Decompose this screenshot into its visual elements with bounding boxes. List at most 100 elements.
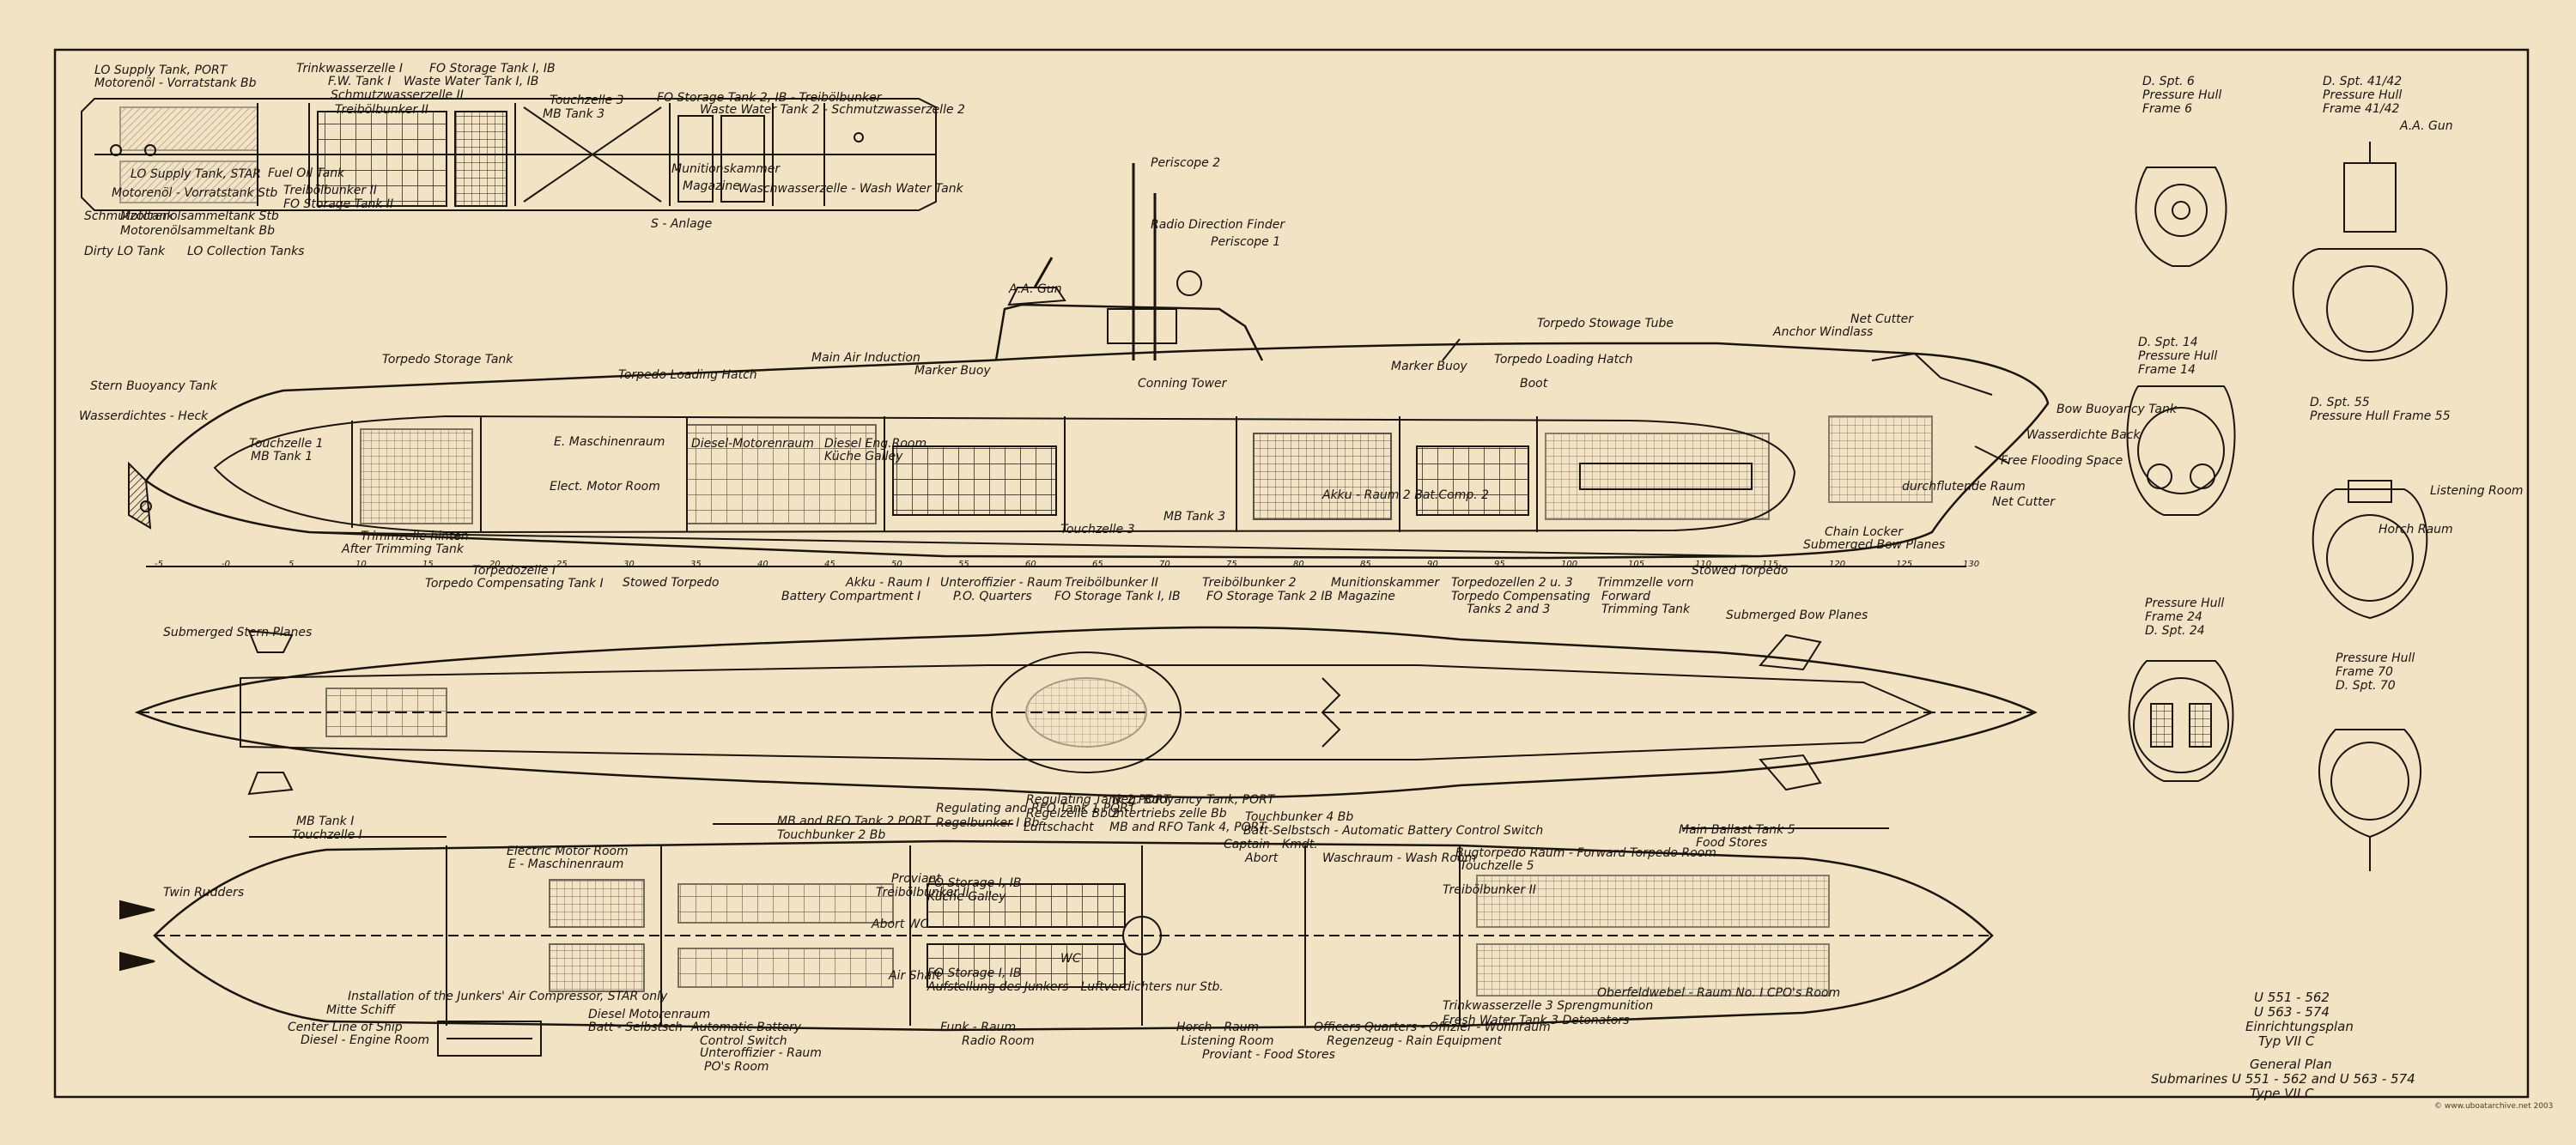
tank-plan-label: Trinkwasserzelle I <box>296 62 404 76</box>
section-title: D. Spt. 24 <box>2145 624 2205 638</box>
profile-label: Munitionskammer <box>1331 576 1440 590</box>
deck-plan-label: Batt-Selbstsch - Automatic Battery Contr… <box>1243 824 1544 838</box>
deck-plan-label: Küche Galley <box>927 890 1006 904</box>
tank-plan-label: FO Storage Tank II <box>283 197 394 211</box>
deck-plan-label: Touchbunker 2 Bb <box>777 828 886 842</box>
top-view <box>134 626 2038 799</box>
profile-label: Bow Buoyancy Tank <box>2057 403 2177 416</box>
frame-number: 120 <box>1829 560 1846 569</box>
top-view-label: Submerged Bow Planes <box>1726 609 1868 622</box>
deck-plan-label: Diesel - Engine Room <box>301 1033 429 1047</box>
tank-plan-label: Waste Water Tank I, IB <box>404 75 539 88</box>
section-title: Pressure Hull <box>2336 651 2415 665</box>
tank-plan-label: Waschwasserzelle - Wash Water Tank <box>738 182 963 196</box>
tank-plan-label: Munitionskammer <box>671 162 781 176</box>
tank-plan-label: Motorenöl - Vorratstank Stb <box>112 186 278 200</box>
frame-number: 90 <box>1427 560 1438 569</box>
frame-number: 80 <box>1293 560 1304 569</box>
deck-plan-label: Electric Motor Room <box>507 845 629 858</box>
frame-number: 30 <box>623 560 635 569</box>
deck-plan-label: Radio Room <box>962 1034 1035 1048</box>
profile-label: E. Maschinenraum <box>554 435 665 449</box>
frame-number: 50 <box>891 560 902 569</box>
frame-number: 100 <box>1561 560 1578 569</box>
frame-number: -0 <box>222 560 230 569</box>
frame-number: 40 <box>757 560 769 569</box>
profile-label: FO Storage Tank 2 IB <box>1206 590 1333 603</box>
deck-plan-label: MB and RFO Tank 2 PORT <box>777 815 931 828</box>
tank-plan-label: Touchzelle 3 <box>550 94 624 107</box>
frame-number: 110 <box>1695 560 1712 569</box>
deck-plan-label: Center Line of Ship <box>288 1021 403 1034</box>
profile-label: Akku - Raum I <box>846 576 931 590</box>
profile-label: Marker Buoy <box>914 364 991 378</box>
tank-plan-label: Magazine <box>683 179 740 193</box>
profile-label: Trimmzelle hinten <box>361 530 469 543</box>
frame-number: 5 <box>289 560 295 569</box>
deck-plan-label: Fresh Water Tank 3 Detonators <box>1443 1014 1630 1027</box>
deck-plan-label: Twin Rudders <box>163 886 245 900</box>
deck-plan-label: Treibölbunker II <box>1443 883 1536 897</box>
profile-label: P.O. Quarters <box>953 590 1032 603</box>
profile-label: Unteroffizier - Raum <box>940 576 1062 590</box>
profile-label: Stowed Torpedo <box>623 576 720 590</box>
profile-label: Net Cutter <box>1850 312 1914 326</box>
deck-plan-label: Mitte Schiff <box>326 1003 395 1017</box>
tank-plan-label: Motorenölsammeltank Stb <box>120 209 279 223</box>
top-view-label: Submerged Stern Planes <box>163 626 313 639</box>
profile-label: Torpedo Compensating Tank I <box>425 577 604 591</box>
frame-number: 55 <box>958 560 969 569</box>
deck-plan-label: Unteroffizier - Raum <box>700 1046 822 1060</box>
profile-label: Küche Galley <box>824 450 903 463</box>
section-title: Frame 70 <box>2336 665 2393 679</box>
frame-number: 65 <box>1092 560 1103 569</box>
profile-label: Akku - Raum 2 Bat.Comp. 2 <box>1322 488 1490 502</box>
tank-plan-label: Waste Water Tank 2 - Schmutzwasserzelle … <box>700 103 965 117</box>
profile-label: After Trimming Tank <box>342 542 464 556</box>
deck-plan-label: Regelzelle Bb 2 <box>1026 807 1120 821</box>
frame-number: -5 <box>155 560 163 569</box>
deck-plan-label: Treibölbunker II <box>876 886 969 900</box>
frame-number: 95 <box>1494 560 1505 569</box>
deck-plan-label: Horch - Raum <box>1176 1021 1260 1034</box>
section-title: Pressure Hull <box>2138 349 2218 363</box>
profile-label: Stern Buoyancy Tank <box>90 379 217 393</box>
deck-plan-label: PO's Room <box>704 1060 769 1074</box>
tank-plan-label: S - Anlage <box>651 217 713 231</box>
tank-plan-label: Treibölbunker II <box>283 184 377 197</box>
frame-number: 115 <box>1762 560 1779 569</box>
profile-label: Submerged Bow Planes <box>1803 538 1946 552</box>
frame-number: 45 <box>824 560 835 569</box>
deck-plan-label: Regulating Tank 2 PORT <box>1026 793 1171 807</box>
profile-label: FO Storage Tank I, IB <box>1054 590 1181 603</box>
deck-plan-label: Oberfeldwebel - Raum No. I CPO's Room <box>1597 986 1841 1000</box>
deck-plan-label: Captain - Kmdt. <box>1224 838 1318 851</box>
deck-plan-label: WC <box>1060 952 1081 966</box>
deck-plan-label: Proviant <box>891 872 941 886</box>
profile-view <box>128 163 2050 567</box>
deck-plan-label: Bugtorpedo Raum - Forward Torpedo Room <box>1455 846 1716 860</box>
section-annotation: A.A. Gun <box>2400 119 2453 133</box>
cross-sections <box>2126 142 2448 871</box>
deck-plan-label: FO Storage I, IB <box>927 876 1022 890</box>
deck-plan-label: Touchzelle 5 <box>1460 859 1534 873</box>
frame-number: 130 <box>1963 560 1980 569</box>
profile-label: Wasserdichte Back <box>2026 428 2141 442</box>
frame-number: 15 <box>422 560 434 569</box>
section-title: Pressure Hull Frame 55 <box>2310 409 2451 423</box>
profile-label: Periscope 2 <box>1151 156 1221 170</box>
title-block-line: General Plan <box>2250 1057 2332 1072</box>
deck-plan-label: Regelbunker I Bb <box>936 816 1040 830</box>
deck-plan-label: Abort <box>1245 851 1279 865</box>
profile-label: MB Tank 1 <box>251 450 313 463</box>
frame-number: 75 <box>1226 560 1237 569</box>
profile-label: Net Cutter <box>1992 495 2056 509</box>
profile-label: Tanks 2 and 3 <box>1467 603 1551 616</box>
frame-number: 10 <box>355 560 367 569</box>
profile-label: Torpedo Stowage Tube <box>1537 317 1674 330</box>
tank-plan-label: Motorenöl - Vorratstank Bb <box>94 76 257 90</box>
tank-plan-label: MB Tank 3 <box>543 107 605 121</box>
deck-plan-label: Installation of the Junkers' Air Compres… <box>348 990 668 1003</box>
